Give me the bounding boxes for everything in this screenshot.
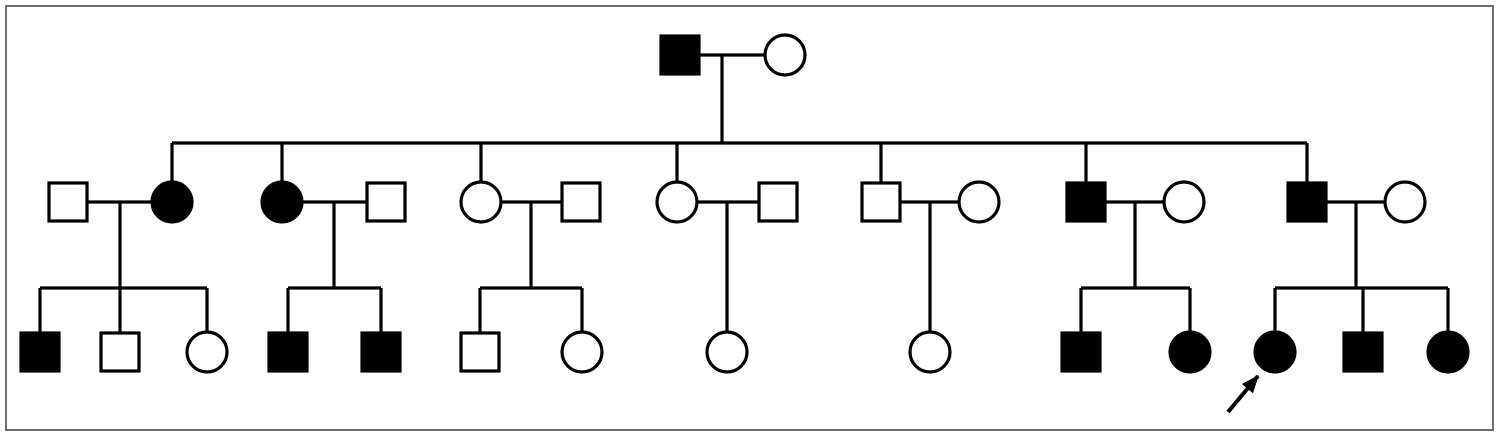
individual-II-2-female-affected[interactable] — [150, 180, 194, 224]
figure-border-frame — [5, 5, 1494, 431]
individual-II-6-male-unaffected[interactable] — [560, 181, 602, 223]
individual-III-4-male-affected[interactable] — [267, 331, 309, 373]
individual-II-4-male-unaffected[interactable] — [365, 181, 407, 223]
individual-III-13-male-affected[interactable] — [1342, 331, 1384, 373]
individual-III-14-female-affected[interactable] — [1426, 330, 1470, 374]
proband-arrow-head — [1241, 374, 1259, 394]
individual-III-11-female-affected[interactable] — [1168, 330, 1212, 374]
individual-II-14-female-unaffected[interactable] — [1383, 180, 1427, 224]
individual-II-3-female-affected[interactable] — [260, 180, 304, 224]
individual-III-10-male-affected[interactable] — [1060, 331, 1102, 373]
individual-III-2-male-unaffected[interactable] — [99, 331, 141, 373]
individual-II-13-male-affected[interactable] — [1286, 181, 1328, 223]
individual-II-11-male-affected[interactable] — [1065, 181, 1107, 223]
individual-III-9-female-unaffected[interactable] — [908, 330, 952, 374]
individual-II-9-male-unaffected[interactable] — [860, 181, 902, 223]
individual-II-5-female-unaffected[interactable] — [459, 180, 503, 224]
connector-lines-group — [38, 53, 1450, 333]
individual-III-6-male-unaffected[interactable] — [459, 331, 501, 373]
individual-II-12-female-unaffected[interactable] — [1162, 180, 1206, 224]
individual-symbols-group — [19, 33, 1470, 374]
individual-II-7-female-unaffected[interactable] — [655, 180, 699, 224]
individual-III-7-female-unaffected[interactable] — [560, 330, 604, 374]
individual-I-1-male-affected[interactable] — [659, 34, 701, 76]
individual-I-2-female-unaffected[interactable] — [763, 33, 807, 77]
individual-III-12-female-affected[interactable] — [1253, 330, 1297, 374]
individual-III-1-male-affected[interactable] — [19, 331, 61, 373]
individual-II-1-male-unaffected[interactable] — [47, 181, 89, 223]
individual-III-3-female-unaffected[interactable] — [185, 330, 229, 374]
individual-III-8-female-unaffected[interactable] — [705, 330, 749, 374]
individual-II-10-female-unaffected[interactable] — [957, 180, 1001, 224]
individual-II-8-male-unaffected[interactable] — [757, 181, 799, 223]
individual-III-5-male-affected[interactable] — [360, 331, 402, 373]
proband-arrow-group — [1226, 374, 1260, 414]
proband-arrow-icon — [1226, 374, 1260, 414]
